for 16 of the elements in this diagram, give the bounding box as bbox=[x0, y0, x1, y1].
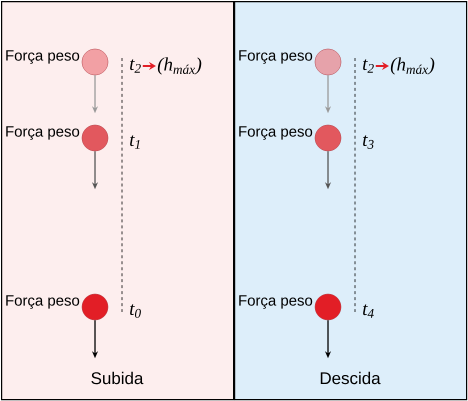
force-label: Força peso bbox=[6, 295, 80, 309]
math-label: (h$_{máx}$) bbox=[158, 57, 202, 75]
ball bbox=[314, 124, 342, 152]
force-label: Força peso bbox=[239, 50, 312, 64]
math-label: t$_{2}$ bbox=[130, 59, 141, 73]
force-label: Força peso bbox=[6, 50, 80, 64]
math-label: (h$_{máx}$) bbox=[390, 57, 434, 75]
ball bbox=[314, 48, 342, 76]
force-label: Força peso bbox=[239, 126, 312, 140]
math-label: t$_{2}$ bbox=[363, 59, 374, 73]
ball bbox=[82, 124, 108, 152]
ball bbox=[314, 294, 342, 320]
force-label: Força peso bbox=[239, 295, 312, 309]
ball bbox=[82, 294, 108, 320]
ball bbox=[82, 48, 108, 76]
force-label: Força peso bbox=[6, 126, 80, 140]
